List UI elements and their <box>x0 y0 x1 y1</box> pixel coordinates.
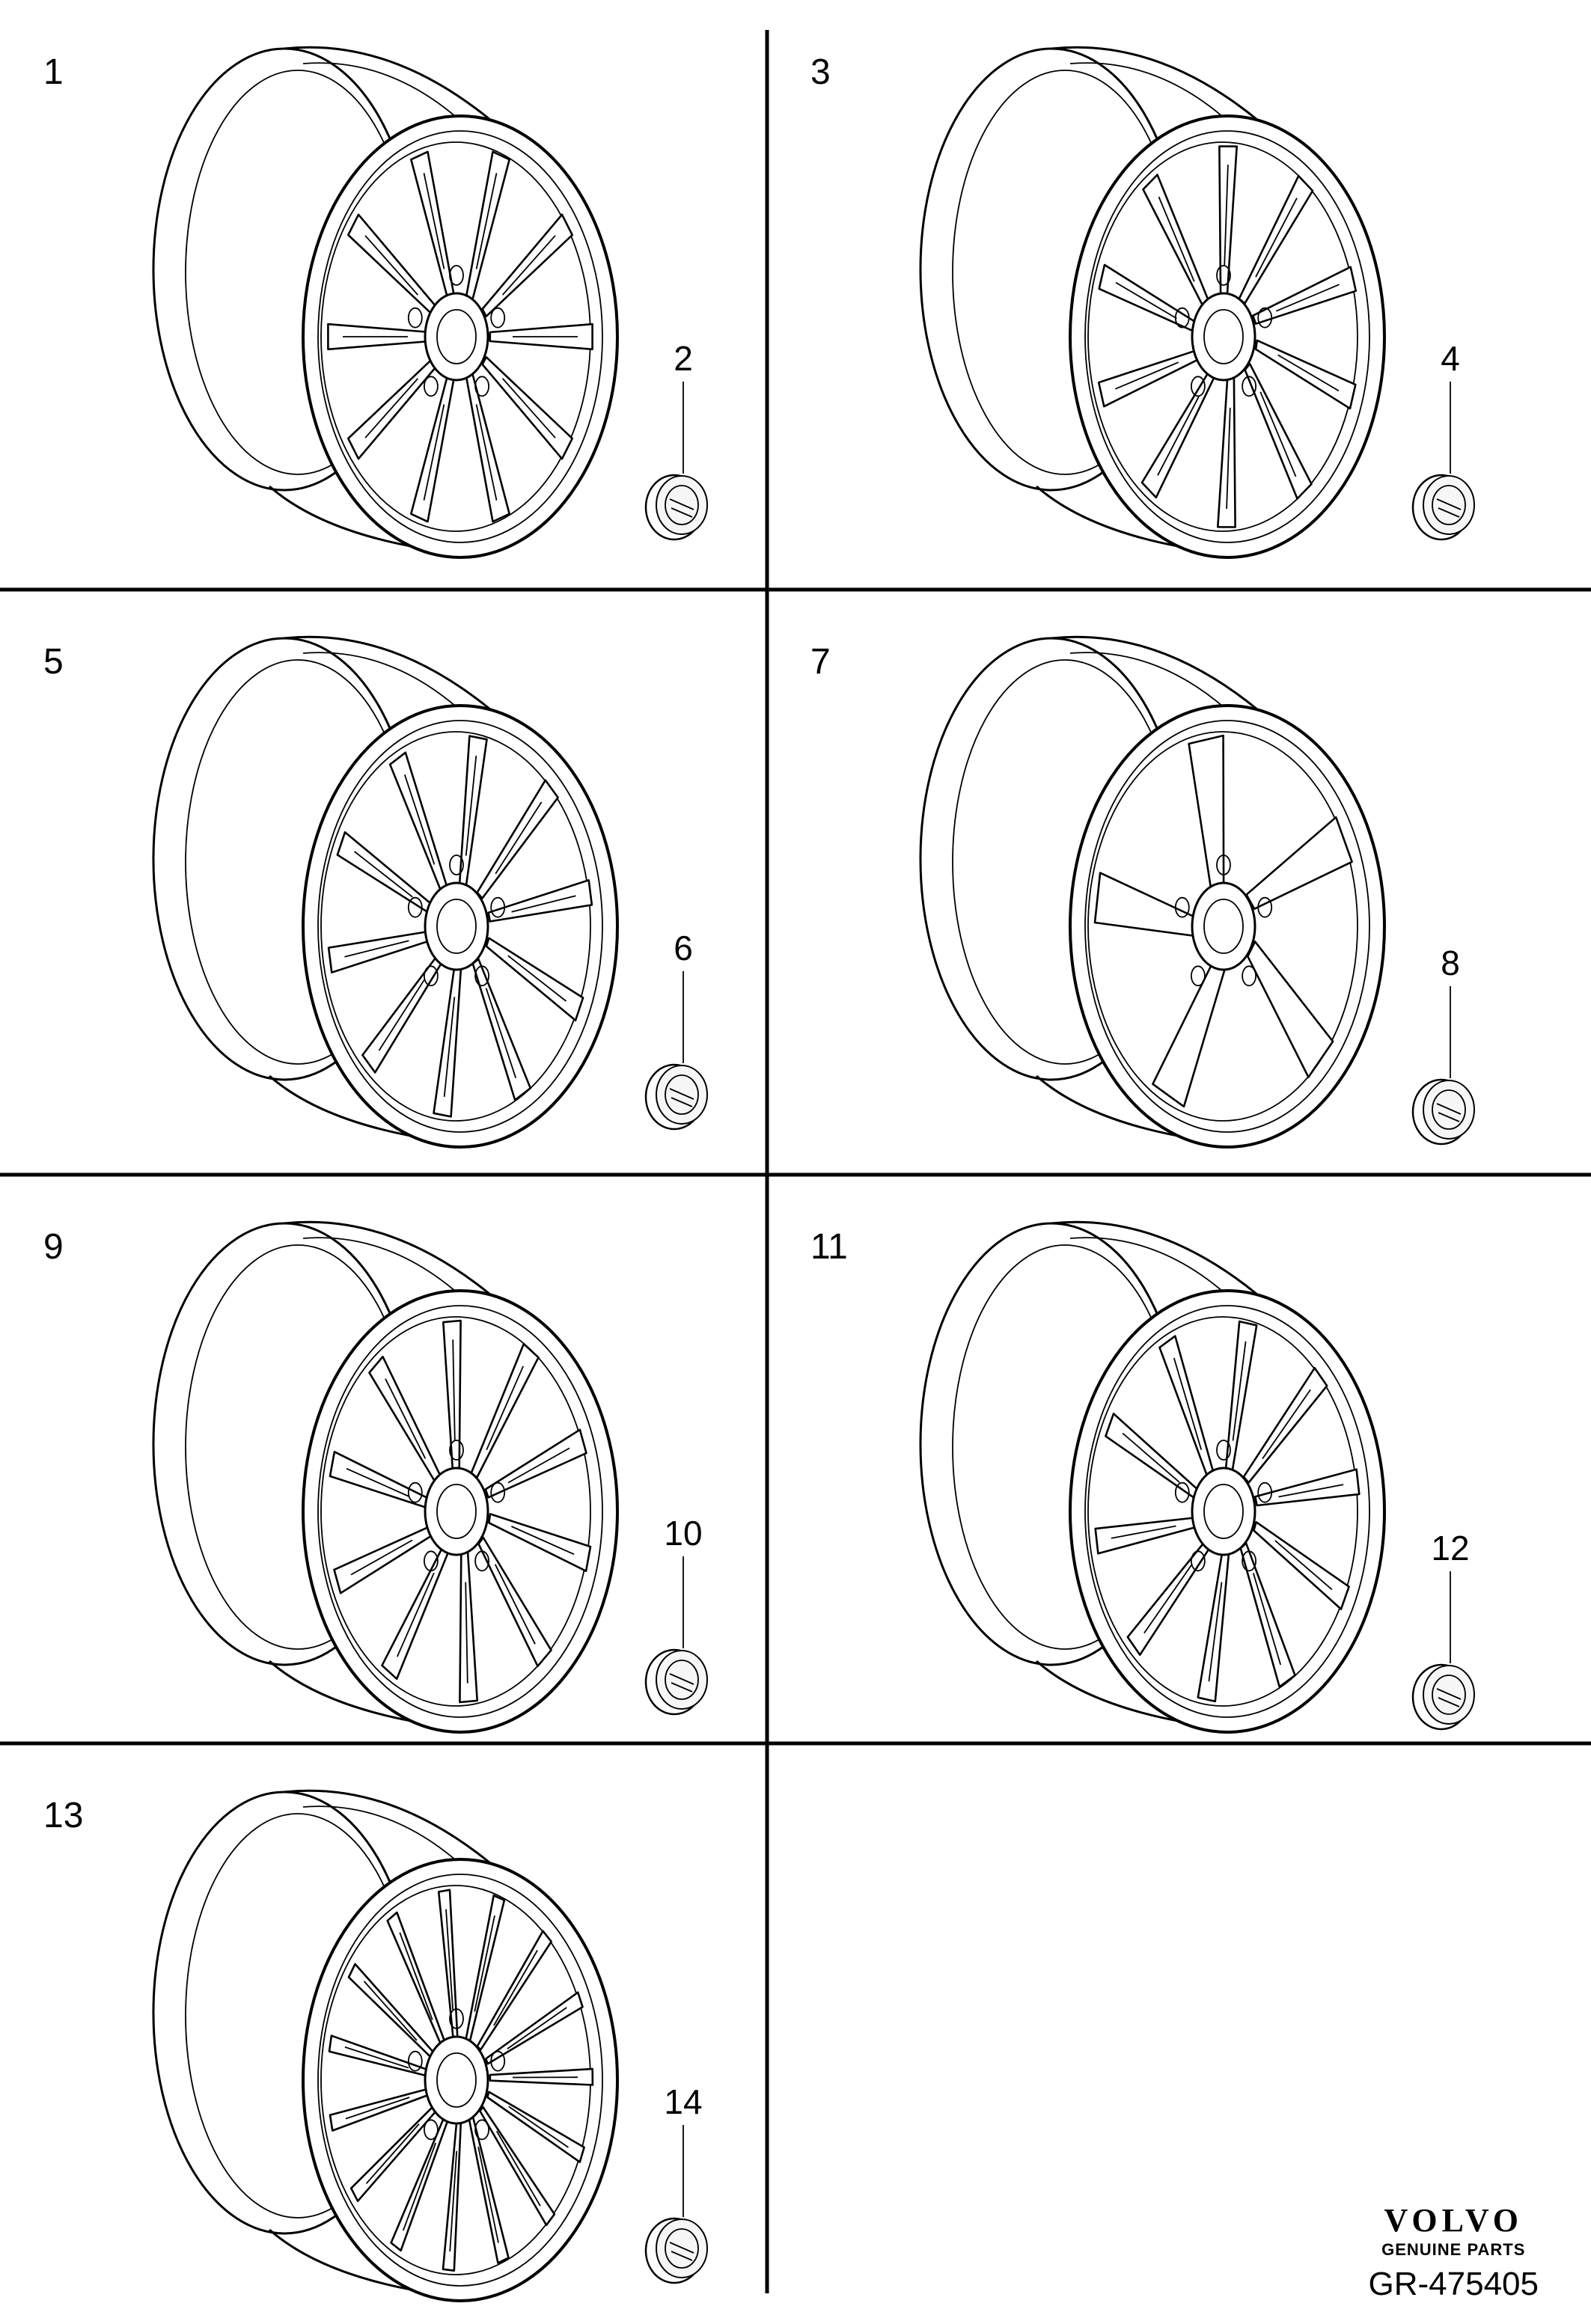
brand-logo: VOLVO <box>1384 2202 1524 2239</box>
wheel-part-number: 3 <box>810 52 831 92</box>
center-cap-drawing: 4 <box>1411 339 1475 541</box>
wheel-part-number: 1 <box>43 52 64 92</box>
wheel-panel: 12 <box>43 46 708 559</box>
drawing-reference: GR-475405 <box>1368 2266 1539 2302</box>
wheel-spoke <box>485 937 584 1022</box>
wheel-spoke <box>486 2091 585 2163</box>
wheel-panel: 9 10 <box>43 1220 708 1734</box>
wheel-drawing <box>152 1220 619 1734</box>
brand-tagline: GENUINE PARTS <box>1381 2240 1526 2259</box>
panel-grid <box>0 30 1591 2293</box>
wheel-panel: 13 14 <box>43 1789 708 2302</box>
wheel-drawing <box>919 46 1386 559</box>
wheel-drawing <box>152 46 619 559</box>
wheel-part-number: 5 <box>43 642 64 682</box>
wheel-part-number: 13 <box>43 1796 83 1835</box>
center-cap-drawing: 6 <box>644 929 708 1131</box>
cap-part-number: 6 <box>674 929 693 967</box>
wheel-drawing <box>919 635 1386 1149</box>
cap-part-number: 12 <box>1431 1529 1469 1568</box>
wheel-panel: 11 12 <box>810 1220 1475 1734</box>
wheel-drawing <box>919 1220 1386 1734</box>
center-cap-drawing: 10 <box>644 1514 708 1716</box>
wheel-panel: 56 <box>43 635 708 1149</box>
wheel-part-number: 9 <box>43 1227 64 1267</box>
wheel-spoke <box>481 355 573 460</box>
cap-part-number: 8 <box>1441 944 1460 982</box>
wheel-panel: 34 <box>810 46 1475 559</box>
wheel-part-number: 7 <box>810 642 831 682</box>
wheel-part-number: 11 <box>810 1227 848 1267</box>
center-cap-drawing: 2 <box>644 339 708 541</box>
wheel-drawing <box>152 1789 619 2302</box>
wheel-spoke <box>484 1991 584 2065</box>
footer: VOLVO GENUINE PARTS GR-475405 <box>1369 2204 1539 2303</box>
center-cap-drawing: 8 <box>1411 944 1475 1146</box>
cap-part-number: 4 <box>1441 339 1460 378</box>
wheel-panel: 78 <box>810 635 1475 1149</box>
center-cap-drawing: 14 <box>644 2082 708 2284</box>
wheel-spoke <box>481 213 573 318</box>
cap-part-number: 14 <box>664 2082 702 2121</box>
cap-part-number: 2 <box>674 339 693 378</box>
cap-part-number: 10 <box>664 1514 702 1553</box>
wheel-spoke <box>1253 1520 1350 1610</box>
wheel-drawing <box>152 635 619 1149</box>
center-cap-drawing: 12 <box>1411 1529 1475 1731</box>
